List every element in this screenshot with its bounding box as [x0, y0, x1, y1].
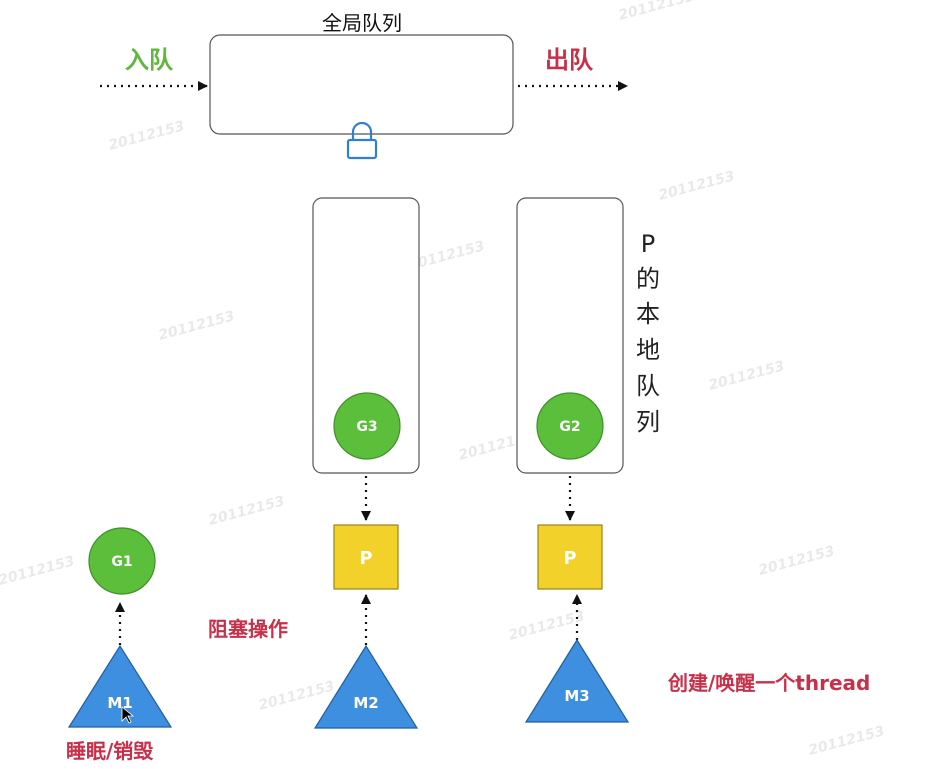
global-queue: 全局队列: [209, 11, 514, 160]
watermark: 20112153: [507, 608, 586, 644]
watermark: 20112153: [107, 118, 186, 154]
watermark: 20112153: [0, 553, 76, 589]
watermark: 20112153: [157, 308, 236, 344]
goroutine-g1: G1: [88, 527, 156, 595]
dequeue-label: 出队: [545, 46, 594, 74]
local-queue-char: P: [641, 230, 655, 258]
goroutine-g2: G2: [536, 392, 604, 460]
mouse-cursor-icon: [121, 706, 135, 724]
local-queue-box-right: [516, 197, 624, 474]
local-queue-label: P 的 本 地 队 列: [636, 230, 660, 436]
create-wake-label: 创建/唤醒一个thread: [667, 671, 870, 695]
local-queue-char: 地: [636, 336, 660, 364]
local-queue-char: 列: [636, 408, 660, 436]
watermark: 20112153: [617, 0, 696, 24]
machine-m1: M1: [67, 644, 173, 728]
global-queue-box: [209, 34, 514, 135]
processor-p-left: P: [333, 524, 399, 590]
machine-m1-label: M1: [107, 694, 132, 712]
local-queue-char: 的: [636, 265, 660, 293]
machine-m2: M2: [313, 644, 419, 729]
block-operation-label: 阻塞操作: [208, 617, 288, 641]
watermark: 20112153: [757, 543, 836, 579]
processor-p-right: P: [537, 524, 603, 590]
machine-m3: M3: [524, 638, 630, 723]
lock-icon: [346, 121, 378, 160]
watermark: 20112153: [657, 168, 736, 204]
processor-label: P: [563, 548, 576, 569]
enqueue-label: 入队: [125, 46, 174, 74]
local-queue-char: 本: [636, 300, 660, 328]
watermark: 20112153: [707, 358, 786, 394]
processor-label: P: [359, 548, 372, 569]
watermark: 20112153: [257, 678, 336, 714]
goroutine-g3: G3: [333, 392, 401, 460]
local-queue-char: 队: [636, 372, 660, 400]
global-queue-title: 全局队列: [322, 11, 402, 35]
goroutine-g2-label: G2: [559, 419, 580, 435]
goroutine-g3-label: G3: [356, 419, 377, 435]
sleep-destroy-label: 睡眠/销毁: [66, 739, 154, 763]
machine-m2-label: M2: [353, 694, 378, 712]
watermark: 20112153: [207, 493, 286, 529]
watermark: 20112153: [807, 723, 886, 759]
goroutine-g1-label: G1: [111, 554, 132, 570]
machine-m3-label: M3: [564, 687, 589, 705]
